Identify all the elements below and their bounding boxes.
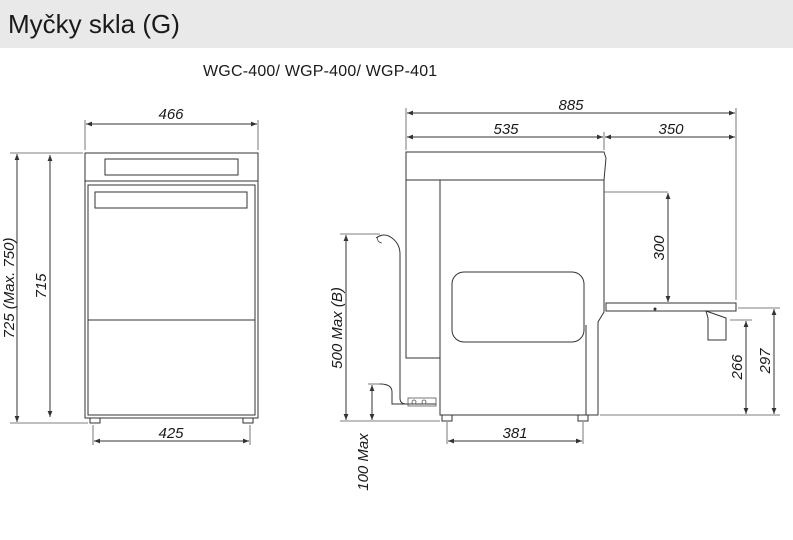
- front-foot-left: [89, 417, 101, 424]
- side-window: [451, 271, 585, 343]
- dim-side-base-width: 381: [502, 425, 527, 442]
- side-foot-right: [577, 414, 589, 422]
- dim-side-depth-total: 885: [558, 97, 584, 114]
- dim-drain-below: 100 Max: [355, 433, 372, 491]
- front-view: 466 425 725 (Max. 750) 715: [1, 106, 259, 445]
- dim-front-height-total: 725 (Max. 750): [1, 238, 18, 339]
- front-body-outline: [84, 152, 259, 419]
- front-door-handle: [94, 191, 248, 209]
- dim-table-height-high: 297: [757, 348, 774, 375]
- page-title: Myčky skla (G): [8, 9, 180, 39]
- side-table: [605, 302, 737, 312]
- side-body-outline: [405, 151, 607, 416]
- drain-hose: [375, 234, 407, 405]
- drain-connector: [407, 397, 437, 407]
- header-bar: [0, 0, 793, 48]
- front-foot-right: [242, 417, 254, 424]
- front-door: [87, 184, 256, 321]
- dim-drain-height: 500 Max (B): [329, 287, 346, 369]
- model-list-label: WGC-400/ WGP-400/ WGP-401: [203, 63, 438, 80]
- side-foot-left: [441, 414, 453, 422]
- dim-front-height-body: 715: [33, 273, 50, 299]
- dim-table-height-low: 266: [729, 354, 746, 381]
- dim-side-depth-table: 350: [658, 121, 684, 138]
- front-control-panel: [104, 158, 239, 176]
- side-view: 885 535 350 300 381 500 Max (B) 100 Max …: [329, 97, 780, 491]
- front-lower-panel: [87, 319, 256, 416]
- front-top-panel: [84, 152, 259, 182]
- dim-front-width-top: 466: [158, 106, 184, 123]
- dim-front-width-bottom: 425: [158, 425, 184, 442]
- side-table-leg: [705, 310, 727, 341]
- dim-side-table-drop: 300: [651, 235, 668, 261]
- drain-outlet: [379, 383, 436, 405]
- dim-side-depth-body: 535: [493, 121, 519, 138]
